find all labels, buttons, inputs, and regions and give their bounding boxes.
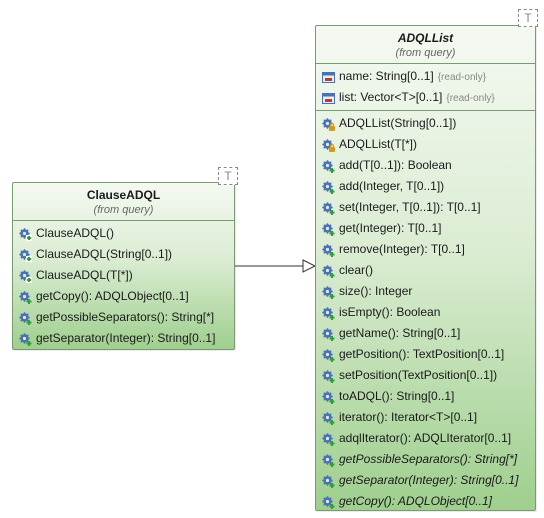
public-operation-icon <box>322 264 335 278</box>
operation-label: ClauseADQL(String[0..1]) <box>36 247 173 261</box>
class-clause-adql[interactable]: ClauseADQL (from query) ClauseADQL()Clau… <box>12 182 235 350</box>
operation-row[interactable]: ClauseADQL(String[0..1]) <box>13 244 234 265</box>
attribute-icon <box>322 91 335 104</box>
read-only-tag: {read-only} <box>437 72 487 83</box>
template-parameter-box: T <box>218 167 238 185</box>
operation-label: getName(): String[0..1] <box>339 326 461 340</box>
attribute-label: list: Vector<T>[0..1] <box>339 90 443 104</box>
attribute-label: name: String[0..1] <box>339 69 434 83</box>
operation-label: getCopy(): ADQLObject[0..1] <box>36 289 189 303</box>
operation-label: set(Integer, T[0..1]): T[0..1] <box>339 200 481 214</box>
operation-row[interactable]: add(T[0..1]): Boolean <box>316 155 535 176</box>
class-name: ADQLList <box>397 31 454 45</box>
attribute-icon <box>322 70 335 83</box>
template-parameter-box: T <box>518 9 538 27</box>
operation-label: toADQL(): String[0..1] <box>339 389 455 403</box>
operation-row[interactable]: ClauseADQL() <box>13 223 234 244</box>
public-operation-icon <box>322 369 335 383</box>
operations-compartment: ADQLList(String[0..1]) ADQLList(T[*]) add(… <box>316 111 535 514</box>
public-operation-icon <box>19 311 32 325</box>
operation-row[interactable]: get(Integer): T[0..1] <box>316 218 535 239</box>
operation-label: add(T[0..1]): Boolean <box>339 158 452 172</box>
read-only-tag: {read-only} <box>446 93 495 104</box>
class-package: (from query) <box>395 47 456 59</box>
public-operation-icon <box>322 348 335 362</box>
attribute-row[interactable]: name: String[0..1]{read-only} <box>316 66 535 87</box>
operation-label: add(Integer, T[0..1]) <box>339 179 445 193</box>
operation-row[interactable]: ADQLList(String[0..1]) <box>316 113 535 134</box>
operation-label: getPossibleSeparators(): String[*] <box>339 452 518 466</box>
operation-row[interactable]: clear() <box>316 260 535 281</box>
public-operation-icon <box>322 411 335 425</box>
operation-label: ADQLList(String[0..1]) <box>339 116 457 130</box>
operation-label: getSeparator(Integer): String[0..1] <box>36 331 216 345</box>
operation-row[interactable]: remove(Integer): T[0..1] <box>316 239 535 260</box>
public-operation-icon <box>19 290 32 304</box>
operation-label: getSeparator(Integer): String[0..1] <box>339 473 519 487</box>
class-name: ClauseADQL <box>86 188 161 202</box>
operation-row[interactable]: add(Integer, T[0..1]) <box>316 176 535 197</box>
class-package: (from query) <box>93 204 154 216</box>
operation-row[interactable]: getPossibleSeparators(): String[*] <box>316 449 535 470</box>
operation-row[interactable]: getPossibleSeparators(): String[*] <box>13 307 234 328</box>
protected-constructor-icon <box>322 117 335 131</box>
public-operation-icon <box>322 474 335 488</box>
operation-label: ClauseADQL(T[*]) <box>36 268 133 282</box>
operation-label: isEmpty(): Boolean <box>339 305 441 319</box>
operation-label: get(Integer): T[0..1] <box>339 221 442 235</box>
operation-label: setPosition(TextPosition[0..1]) <box>339 368 498 382</box>
attributes-compartment: name: String[0..1]{read-only}list: Vecto… <box>316 64 535 111</box>
operation-row[interactable]: ADQLList(T[*]) <box>316 134 535 155</box>
class-header: ADQLList (from query) <box>316 26 535 64</box>
operation-row[interactable]: getCopy(): ADQLObject[0..1] <box>316 491 535 512</box>
protected-constructor-icon <box>322 138 335 152</box>
operation-row[interactable]: getSeparator(Integer): String[0..1] <box>316 470 535 491</box>
operations-compartment: ClauseADQL() ClauseADQL(String[0..1]) Clau… <box>13 221 234 351</box>
generalization-arrowhead <box>302 259 317 273</box>
operation-row[interactable]: getCopy(): ADQLObject[0..1] <box>13 286 234 307</box>
operation-row[interactable]: isEmpty(): Boolean <box>316 302 535 323</box>
constructor-icon <box>19 248 32 262</box>
public-operation-icon <box>322 453 335 467</box>
operation-label: getCopy(): ADQLObject[0..1] <box>339 494 492 508</box>
operation-label: remove(Integer): T[0..1] <box>339 242 465 256</box>
operation-row[interactable]: toADQL(): String[0..1] <box>316 386 535 407</box>
operation-row[interactable]: getSeparator(Integer): String[0..1] <box>13 328 234 349</box>
constructor-icon <box>19 227 32 241</box>
public-operation-icon <box>322 306 335 320</box>
public-operation-icon <box>322 243 335 257</box>
operation-row[interactable]: set(Integer, T[0..1]): T[0..1] <box>316 197 535 218</box>
public-operation-icon <box>322 159 335 173</box>
operation-label: iterator(): Iterator<T>[0..1] <box>339 410 478 424</box>
operation-row[interactable]: iterator(): Iterator<T>[0..1] <box>316 407 535 428</box>
operation-row[interactable]: size(): Integer <box>316 281 535 302</box>
attribute-row[interactable]: list: Vector<T>[0..1]{read-only} <box>316 87 535 108</box>
constructor-icon <box>19 269 32 283</box>
operation-label: size(): Integer <box>339 284 413 298</box>
operation-row[interactable]: ClauseADQL(T[*]) <box>13 265 234 286</box>
operation-label: ADQLList(T[*]) <box>339 137 418 151</box>
public-operation-icon <box>322 327 335 341</box>
public-operation-icon <box>19 332 32 346</box>
public-operation-icon <box>322 390 335 404</box>
operation-row[interactable]: adqlIterator(): ADQLIterator[0..1] <box>316 428 535 449</box>
operation-label: ClauseADQL() <box>36 226 115 240</box>
public-operation-icon <box>322 285 335 299</box>
public-operation-icon <box>322 432 335 446</box>
operation-label: getPossibleSeparators(): String[*] <box>36 310 215 324</box>
public-operation-icon <box>322 201 335 215</box>
operation-row[interactable]: setPosition(TextPosition[0..1]) <box>316 365 535 386</box>
operation-row[interactable]: getPosition(): TextPosition[0..1] <box>316 344 535 365</box>
public-operation-icon <box>322 180 335 194</box>
class-adql-list[interactable]: ADQLList (from query) name: String[0..1]… <box>315 25 536 511</box>
operation-label: adqlIterator(): ADQLIterator[0..1] <box>339 431 512 445</box>
public-operation-icon <box>322 495 335 509</box>
public-operation-icon <box>322 222 335 236</box>
class-header: ClauseADQL (from query) <box>13 183 234 221</box>
operation-row[interactable]: getName(): String[0..1] <box>316 323 535 344</box>
operation-label: clear() <box>339 263 374 277</box>
operation-label: getPosition(): TextPosition[0..1] <box>339 347 505 361</box>
